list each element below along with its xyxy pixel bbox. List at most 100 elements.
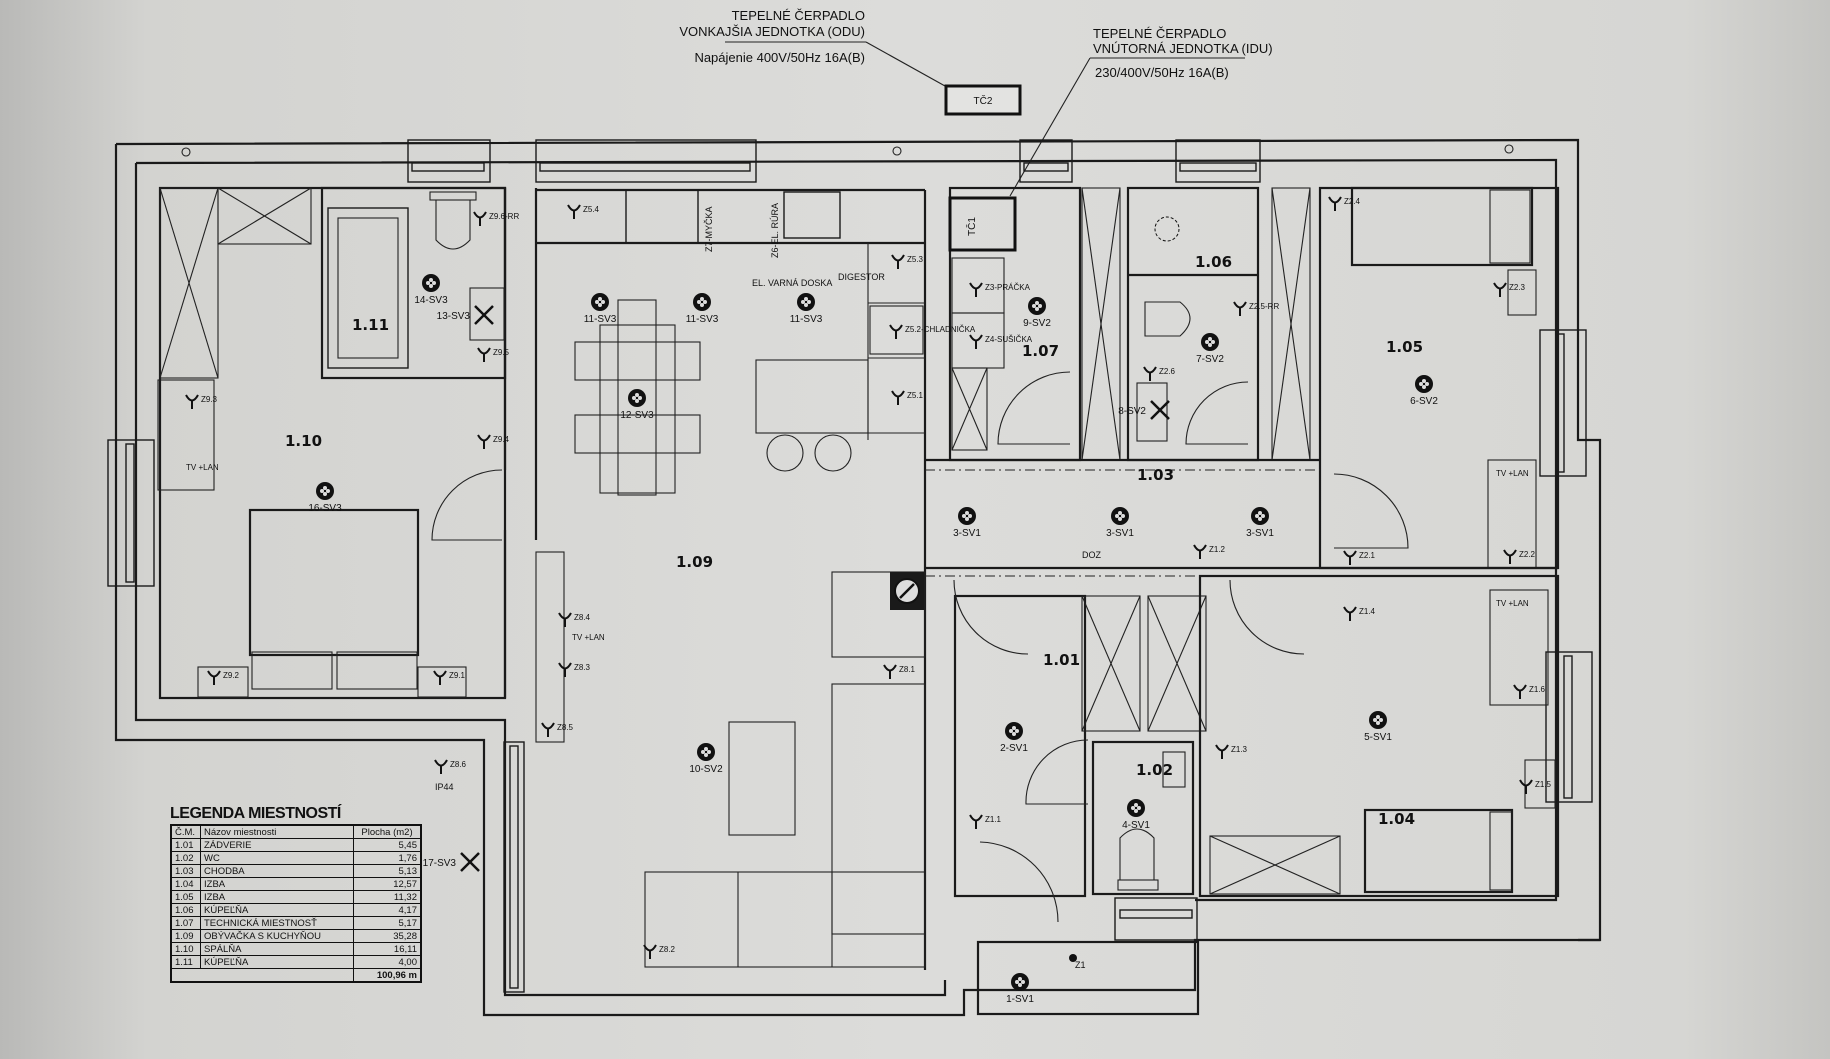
bell-icon <box>1069 954 1077 962</box>
ceiling-light-icon: 4-SV1 <box>1122 799 1150 831</box>
power-socket-icon: Z3-PRÁČKA <box>969 282 1031 297</box>
light-label: 7-SV2 <box>1196 354 1224 365</box>
socket-label: Z9.5 <box>493 348 510 357</box>
light-label: 11-SV3 <box>790 314 823 325</box>
ceiling-light-icon: 2-SV1 <box>1000 722 1028 754</box>
light-label: 17-SV3 <box>423 858 457 869</box>
socket-label: Z2.6 <box>1159 367 1176 376</box>
legend-room-number: 1.07 <box>170 916 201 930</box>
power-socket-icon: Z9.5 <box>477 347 510 362</box>
light-label: 9-SV2 <box>1023 318 1051 329</box>
legend-room-name: SPÁLŇA <box>200 942 354 956</box>
idu-unit-label: TČ1 <box>965 217 978 236</box>
ceiling-light-icon: 11-SV3 <box>686 293 719 325</box>
legend-room-area: 5,17 <box>353 916 422 930</box>
socket-label: Z9.4 <box>493 435 510 444</box>
socket-label: Z8.3 <box>574 663 591 672</box>
power-socket-icon: Z1.6 <box>1513 684 1546 699</box>
light-label: 12-SV3 <box>620 410 654 421</box>
legend-room-area: 5,45 <box>353 838 422 852</box>
room-label-1-01: 1.01 <box>1043 651 1080 669</box>
light-label: 8-SV2 <box>1118 406 1146 417</box>
power-socket-icon: Z2.3 <box>1493 282 1526 297</box>
ceiling-light-icon: 5-SV1 <box>1364 711 1392 743</box>
socket-label: Z8.1 <box>899 665 916 674</box>
ceiling-light-icon: 17-SV3 <box>423 852 480 872</box>
legend-header-area: Plocha (m2) <box>353 824 422 839</box>
kitchen-labels: EL. VARNÁ DOSKA DIGESTOR Z7-MYČKA Z6-EL.… <box>186 203 1529 970</box>
socket-label: Z1.2 <box>1209 545 1226 554</box>
odu-leader-line <box>865 41 946 87</box>
socket-label: Z8.4 <box>574 613 591 622</box>
room-label-1-10: 1.10 <box>285 432 322 450</box>
bell-label: Z1 <box>1075 960 1086 970</box>
power-socket-icon: Z8.3 <box>558 662 591 677</box>
power-socket-icon: Z2.5-RR <box>1233 301 1279 316</box>
light-label: 3-SV1 <box>1246 528 1274 539</box>
socket-label: Z5.3 <box>907 255 924 264</box>
tv-lan-label-bedroom: TV +LAN <box>186 463 219 472</box>
socket-label: Z2.2 <box>1519 550 1536 559</box>
legend-room-area: 11,32 <box>353 890 422 904</box>
power-socket-icon: Z1.4 <box>1343 606 1376 621</box>
legend-room-number: 1.04 <box>170 877 201 891</box>
ceiling-light-icon: 3-SV1 <box>1106 507 1134 539</box>
ceiling-light-icon: 3-SV1 <box>1246 507 1274 539</box>
room-label-1-09: 1.09 <box>676 553 713 571</box>
power-socket-icon: Z1.1 <box>969 814 1002 829</box>
socket-label: Z1.6 <box>1529 685 1546 694</box>
power-socket-icon: Z9.6-RR <box>473 211 519 226</box>
legend-room-name: CHODBA <box>200 864 354 878</box>
light-label: 14-SV3 <box>414 295 448 306</box>
room-label-1-06: 1.06 <box>1195 253 1232 271</box>
legend-room-number: 1.02 <box>170 851 201 865</box>
socket-label: Z9.1 <box>449 671 466 680</box>
ceiling-light-icon: 12-SV3 <box>620 389 654 421</box>
room-label-1-02: 1.02 <box>1136 761 1173 779</box>
legend-room-name: KÚPEĽŇA <box>200 903 354 917</box>
socket-label: Z8.5 <box>557 723 574 732</box>
legend-room-name: TECHNICKÁ MIESTNOSŤ <box>200 916 354 930</box>
socket-label: Z1.3 <box>1231 745 1248 754</box>
power-socket-icon: Z1.5 <box>1519 779 1552 794</box>
ceiling-light-icon: 3-SV1 <box>953 507 981 539</box>
socket-label: Z2.5-RR <box>1249 302 1279 311</box>
legend-room-number: 1.06 <box>170 903 201 917</box>
light-label: 11-SV3 <box>584 314 617 325</box>
ceiling-light-icon: 7-SV2 <box>1196 333 1224 365</box>
windows <box>107 139 1593 993</box>
legend-room-number: 1.10 <box>170 942 201 956</box>
room-label-1-07: 1.07 <box>1022 342 1059 360</box>
ceiling-light-icon: 8-SV2 <box>1118 400 1170 420</box>
light-label: 13-SV3 <box>437 311 471 322</box>
tv-lan-label-room-105: TV +LAN <box>1496 469 1529 478</box>
power-socket-icon: Z2.1 <box>1343 550 1376 565</box>
power-socket-icon: Z8.4 <box>558 612 591 627</box>
legend-room-number: 1.11 <box>170 955 201 969</box>
socket-label: Z1.1 <box>985 815 1002 824</box>
ceiling-light-icon: 13-SV3 <box>437 305 494 325</box>
legend-room-name: IZBA <box>200 877 354 891</box>
power-socket-icon: Z9.1 <box>433 670 466 685</box>
power-socket-icon: Z5.2-CHLADNIČKA <box>889 324 976 339</box>
legend-room-area: 1,76 <box>353 851 422 865</box>
light-label: 10-SV2 <box>689 764 723 775</box>
legend-total: 100,96 m <box>353 968 422 983</box>
socket-label: Z4-SUŠIČKA <box>985 335 1033 344</box>
tv-lan-label-living: TV +LAN <box>572 633 605 642</box>
socket-label: Z2.3 <box>1509 283 1526 292</box>
legend-room-number: 1.03 <box>170 864 201 878</box>
socket-label: Z2.4 <box>1344 197 1361 206</box>
ceiling-light-icon: 9-SV2 <box>1023 297 1051 329</box>
ceiling-light-icon: 10-SV2 <box>689 743 723 775</box>
power-socket-icon: Z5.4 <box>567 204 600 219</box>
room-legend: LEGENDA MIESTNOSTÍ Č.M. Názov miestnosti… <box>170 805 422 983</box>
ceiling-light-icon: 6-SV2 <box>1410 375 1438 407</box>
hood-label: DIGESTOR <box>838 272 885 282</box>
